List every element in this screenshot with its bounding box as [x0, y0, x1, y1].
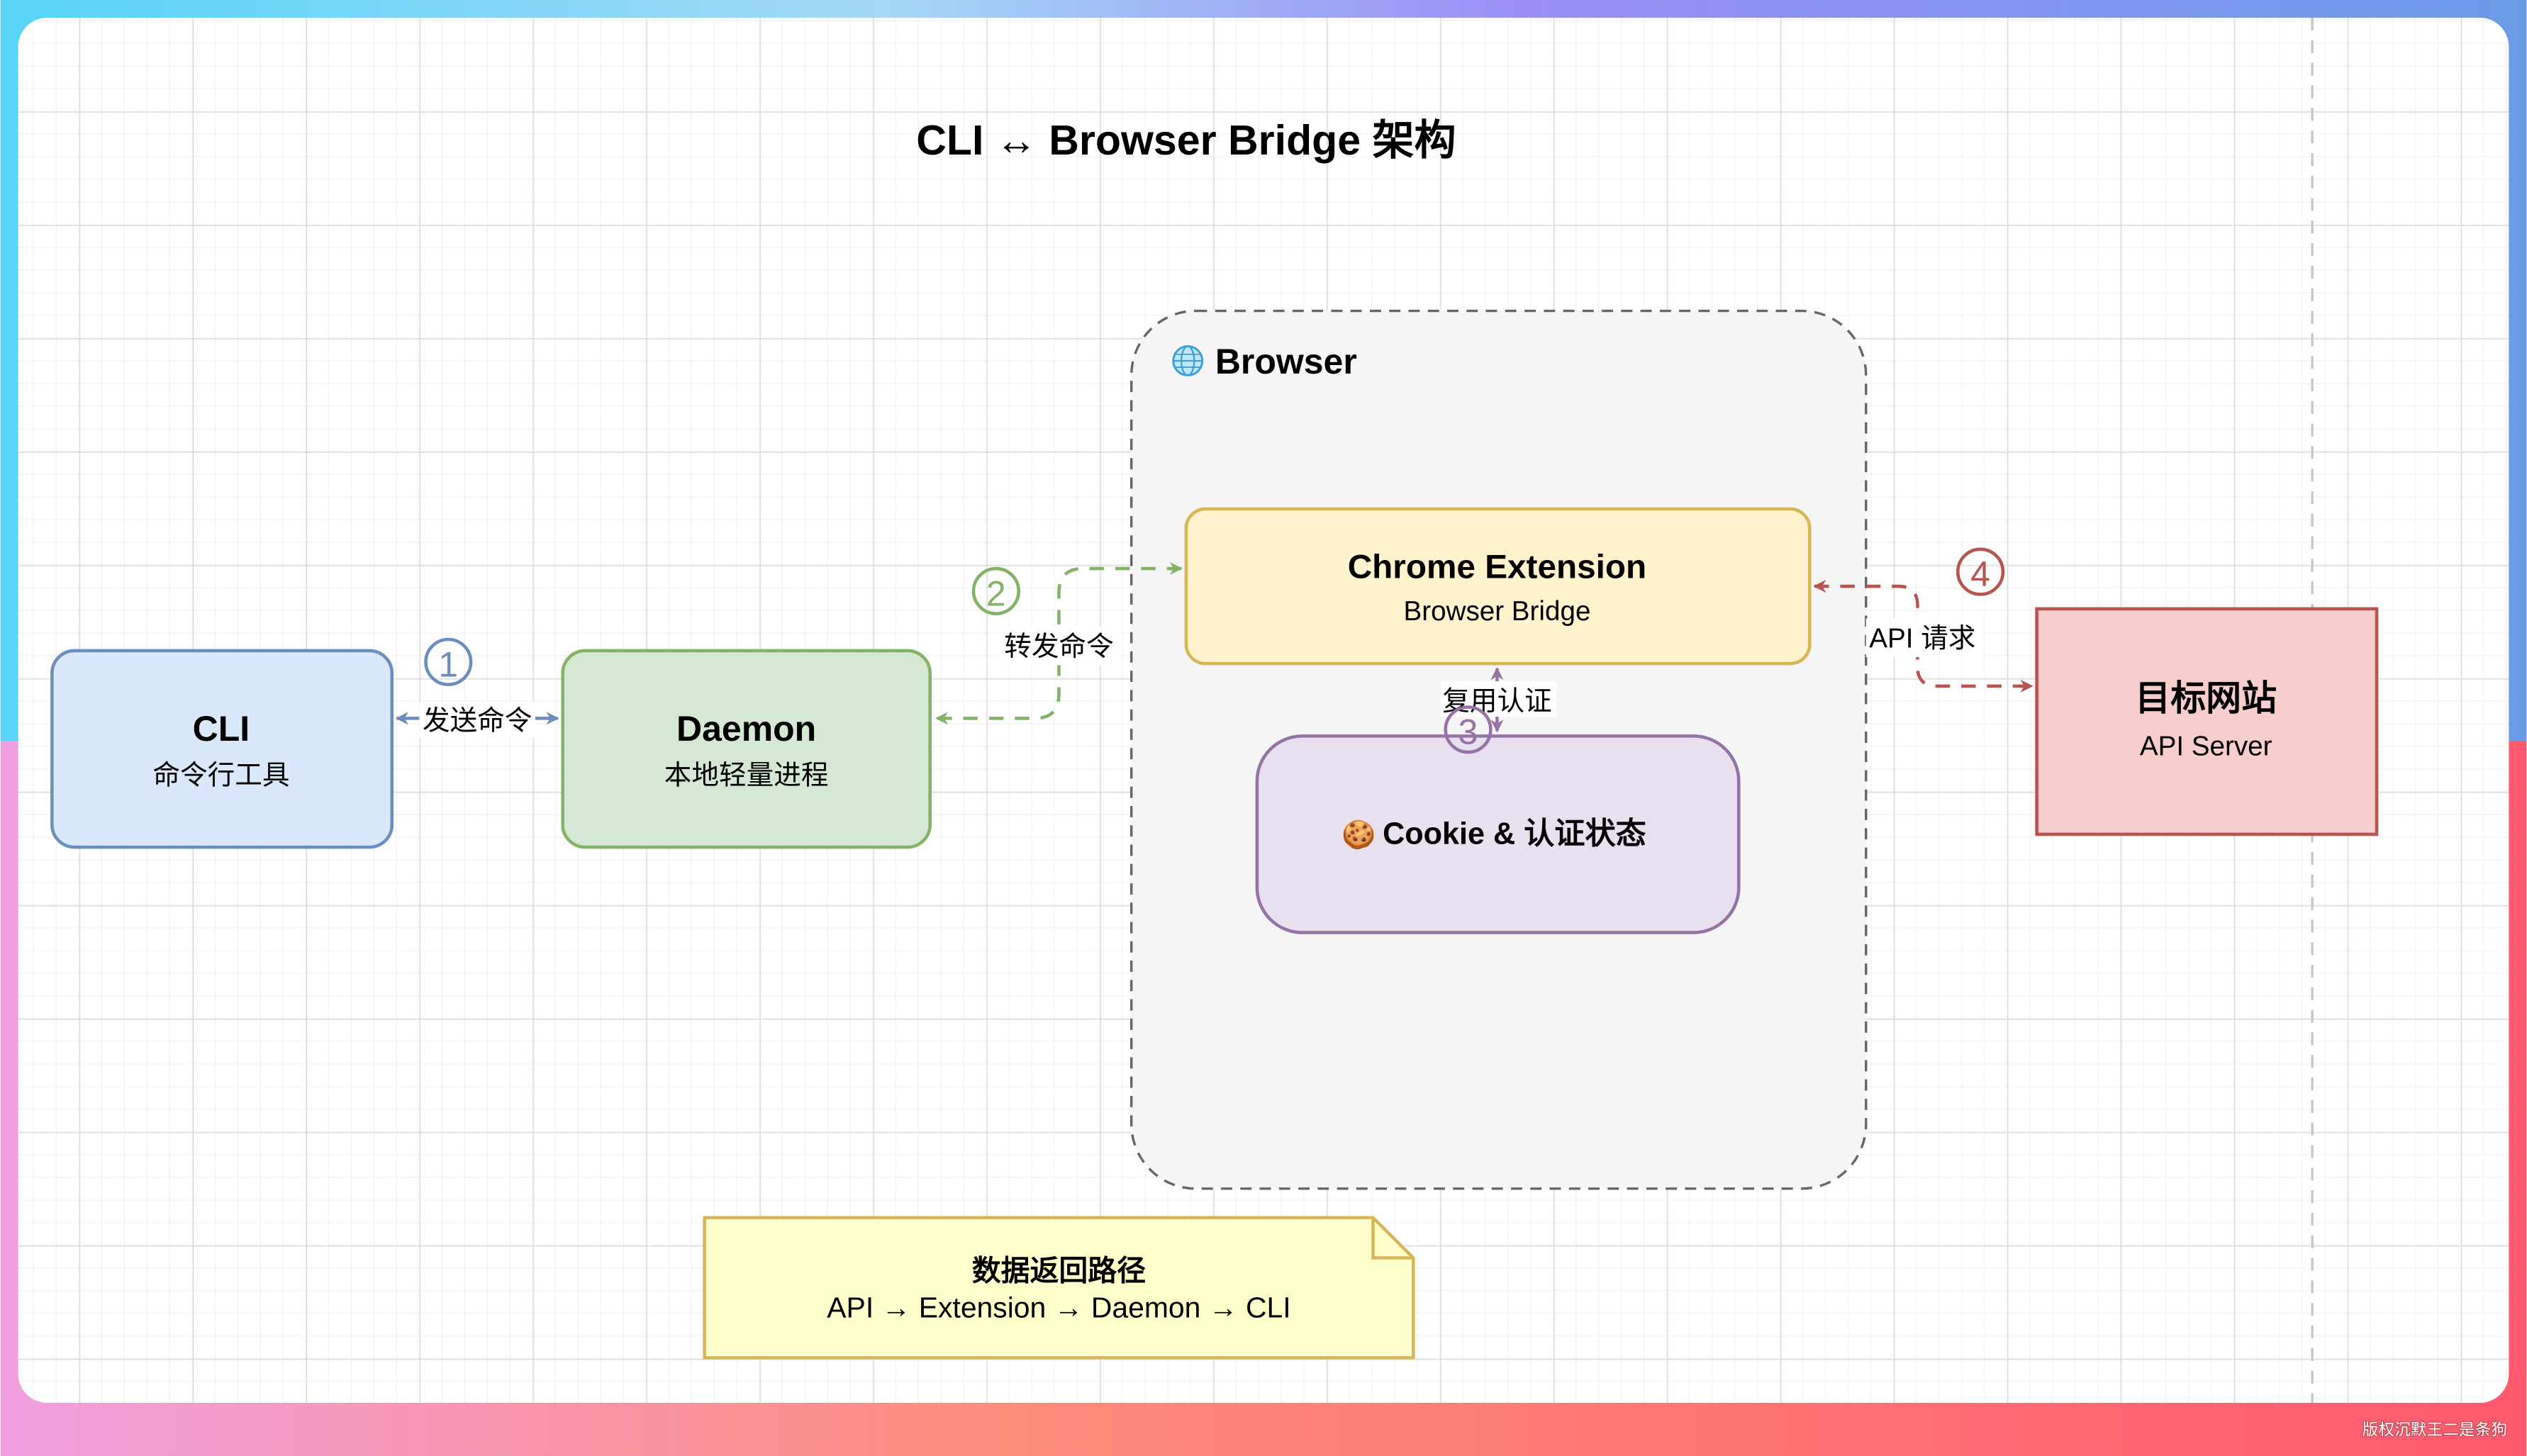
- node-title: Chrome Extension: [1348, 549, 1646, 586]
- node-cli[interactable]: CLI 命令行工具: [50, 649, 394, 849]
- note-return-path[interactable]: 数据返回路径 API → Extension → Daemon → CLI: [703, 1216, 1415, 1360]
- watermark: 版权沉默王二是条狗: [2363, 1420, 2507, 1438]
- step-number: 2: [986, 573, 1006, 613]
- edge-label: 发送命令: [423, 705, 532, 736]
- node-daemon[interactable]: Daemon 本地轻量进程: [561, 649, 932, 849]
- edge-label: 转发命令: [1004, 632, 1113, 662]
- diagram-title: CLI ↔ Browser Bridge 架构: [916, 117, 1456, 164]
- note-title: 数据返回路径: [972, 1254, 1146, 1287]
- edge-label: 复用认证: [1442, 686, 1551, 717]
- node-chrome-extension[interactable]: Chrome Extension Browser Bridge: [1184, 507, 1812, 666]
- node-title: Daemon: [676, 709, 816, 749]
- step-number: 3: [1458, 712, 1478, 752]
- node-title: 目标网站: [2135, 678, 2277, 718]
- edge-daemon-extension[interactable]: 转发命令 2: [935, 561, 1183, 725]
- edge-cli-daemon[interactable]: 发送命令 1: [395, 637, 559, 738]
- node-subtitle: 命令行工具: [152, 761, 289, 791]
- globe-icon: [1172, 345, 1204, 376]
- step-number: 4: [1970, 554, 1990, 594]
- node-subtitle: Browser Bridge: [1403, 596, 1590, 627]
- node-subtitle: 本地轻量进程: [664, 761, 829, 791]
- node-subtitle: API Server: [2140, 732, 2272, 762]
- edge-label: API 请求: [1869, 623, 1975, 654]
- node-target-site[interactable]: 目标网站 API Server: [2035, 607, 2379, 836]
- browser-group-label: Browser: [1215, 342, 1357, 381]
- node-cookie-auth[interactable]: 🍪 Cookie & 认证状态: [1255, 734, 1741, 934]
- node-title: CLI: [193, 709, 250, 749]
- step-number: 1: [438, 644, 458, 684]
- edge-extension-target[interactable]: API 请求 4: [1813, 547, 2034, 693]
- node-title: Cookie & 认证状态: [1383, 817, 1646, 851]
- edge-extension-cookie[interactable]: 复用认证 3: [1440, 667, 1557, 754]
- cookie-icon: 🍪: [1341, 819, 1376, 851]
- note-body: API → Extension → Daemon → CLI: [827, 1292, 1290, 1324]
